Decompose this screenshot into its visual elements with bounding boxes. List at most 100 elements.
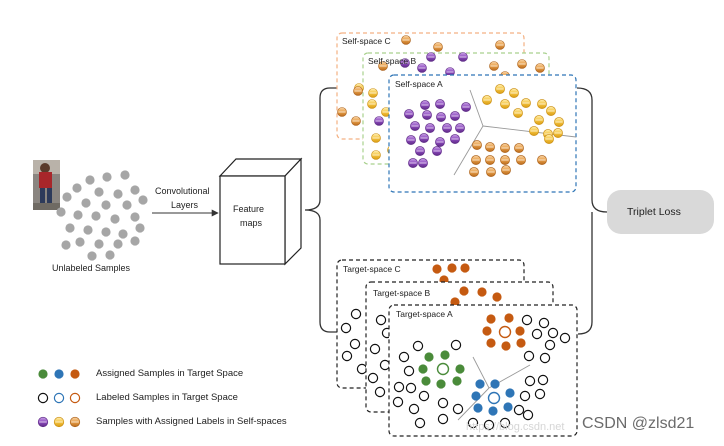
target-b-assigned-dot [459,286,469,296]
unlabeled-sample-dot [122,200,132,210]
feature-maps-cube [218,157,303,266]
target-a-labeled-ring [559,332,571,344]
loss-bracket [576,87,608,335]
target-a-labeled-ring [537,374,549,386]
target-a-labeled-ring [436,362,450,376]
self-space-c-title: Self-space C [342,36,391,46]
self-space-a-samples [404,84,564,177]
target-c-assigned-dot [447,263,457,273]
feature-label-line2: maps [240,218,263,228]
unlabeled-sample-dot [135,223,145,233]
unlabeled-sample-dot [113,189,123,199]
target-a-labeled-ring [531,328,543,340]
target-a-labeled-ring [534,388,546,400]
unlabeled-sample-dot [94,239,104,249]
target-a-labeled-ring [452,403,464,415]
target-space-b-title: Target-space B [373,288,431,298]
legend-assigned-green-dot [38,369,48,379]
target-a-assigned-dot [418,364,428,374]
target-a-labeled-ring [499,417,511,429]
legend-assigned-rust-dot [70,369,80,379]
target-b-assigned-dot [492,292,502,302]
target-b-labeled-ring [374,386,386,398]
target-a-assigned-dot [501,341,511,351]
target-a-assigned-dot [490,379,500,389]
target-b-labeled-ring [379,359,391,371]
target-a-labeled-ring [483,419,495,431]
target-b-assigned-dot [450,297,460,307]
legend-assigned-blue-dot [54,369,64,379]
target-a-assigned-dot [505,388,515,398]
target-a-labeled-ring [408,403,420,415]
target-a-assigned-dot [471,391,481,401]
legend-labeled-text: Labeled Samples in Target Space [96,392,238,403]
unlabeled-sample-dot [110,214,120,224]
unlabeled-sample-cluster [56,170,148,261]
target-a-labeled-ring [418,390,430,402]
target-a-labeled-ring [538,317,550,329]
unlabeled-samples-label: Unlabeled Samples [52,263,131,273]
target-c-labeled-ring [341,350,353,362]
target-a-assigned-dot [452,376,462,386]
target-a-labeled-ring [521,314,533,326]
target-a-assigned-dot [486,314,496,324]
unlabeled-sample-dot [130,212,140,222]
unlabeled-sample-dot [85,175,95,185]
feature-label-line1: Feature [233,204,265,214]
unlabeled-sample-dot [91,211,101,221]
unlabeled-sample-dot [56,207,66,217]
unlabeled-sample-dot [72,183,82,193]
target-a-assigned-dot [515,326,525,336]
watermark-url: https://blog.csdn.net [466,421,565,433]
target-a-assigned-dot [455,364,465,374]
legend-markers [37,369,81,428]
unlabeled-sample-dot [65,223,75,233]
unlabeled-sample-dot [105,250,115,260]
target-a-assigned-dot [436,379,446,389]
target-c-labeled-ring [356,363,368,375]
target-a-assigned-dot [504,313,514,323]
self-space-c-samples [337,35,505,126]
unlabeled-sample-dot [83,225,93,235]
target-a-labeled-ring [519,390,531,402]
target-a-assigned-dot [421,376,431,386]
target-a-assigned-dot [503,402,513,412]
target-a-labeled-ring [544,339,556,351]
unlabeled-sample-dot [61,240,71,250]
target-a-labeled-ring [412,340,424,352]
target-space-c-samples [340,263,470,375]
target-b-labeled-ring [369,343,381,355]
target-a-labeled-ring [513,404,525,416]
target-a-labeled-ring [522,409,534,421]
target-c-labeled-ring [350,308,362,320]
target-a-assigned-dot [424,352,434,362]
target-b-labeled-ring [367,372,379,384]
target-a-labeled-ring [498,325,512,339]
target-a-assigned-dot [488,406,498,416]
target-a-labeled-ring [392,396,404,408]
target-a-labeled-ring [523,350,535,362]
target-space-a-panel [388,304,578,437]
target-b-labeled-ring [375,314,387,326]
legend-labeled-rust-ring [69,392,81,404]
feature-bracket [304,87,337,333]
target-a-labeled-ring [547,327,559,339]
unlabeled-sample-dot [81,198,91,208]
unlabeled-sample-dot [94,187,104,197]
watermark-text: CSDN @zlsd21 [582,415,695,432]
target-a-labeled-ring [393,381,405,393]
target-a-labeled-ring [450,339,462,351]
target-a-labeled-ring [487,391,501,405]
target-c-labeled-ring [349,338,361,350]
legend-labeled-blue-ring [53,392,65,404]
triplet-loss-box [607,190,714,234]
unlabeled-sample-dot [62,192,72,202]
target-a-labeled-ring [414,417,426,429]
target-c-assigned-dot [432,264,442,274]
self-space-b-title: Self-space B [368,56,417,66]
target-a-assigned-dot [440,350,450,360]
triplet-loss-label: Triplet Loss [627,206,681,218]
target-a-labeled-ring [539,352,551,364]
target-a-assigned-dot [482,326,492,336]
